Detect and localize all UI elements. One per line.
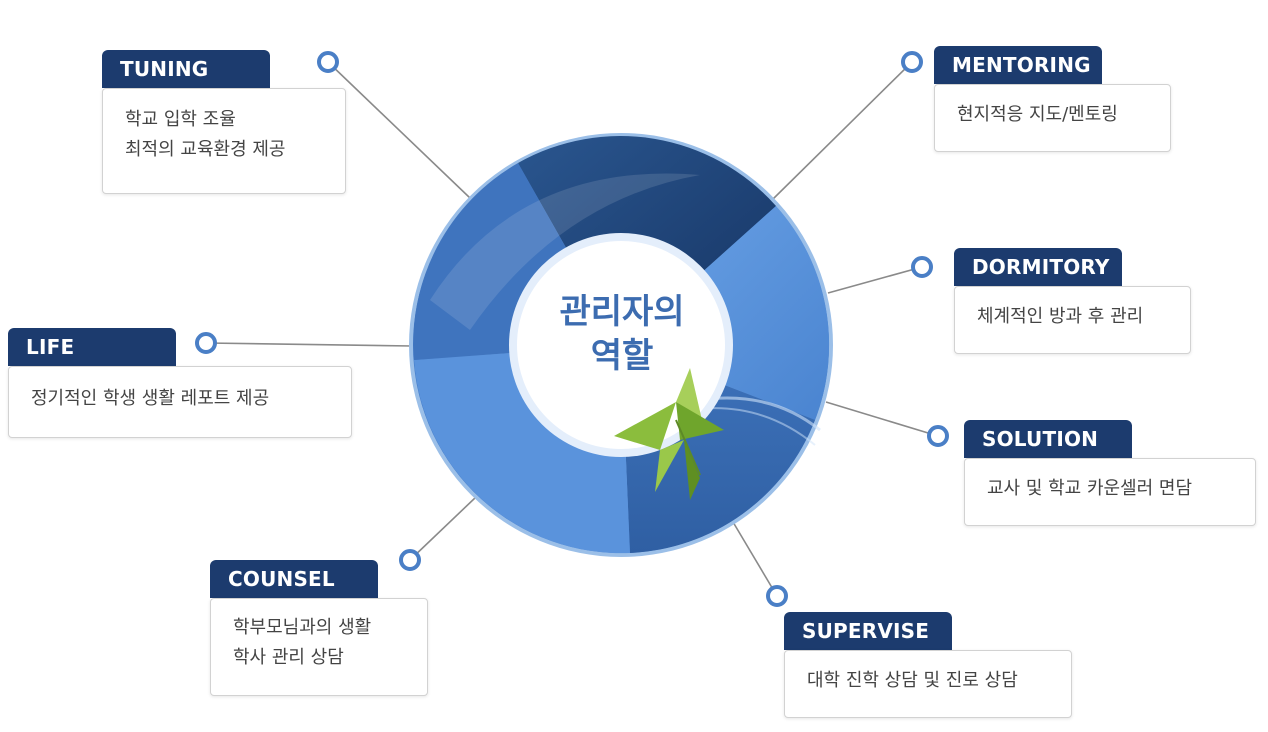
tag-mentoring: MENTORING — [934, 46, 1102, 84]
tag-solution: SOLUTION — [964, 420, 1132, 458]
connector-tuning — [327, 61, 471, 199]
tag-tuning: TUNING — [102, 50, 270, 88]
connector-mentoring — [771, 61, 913, 201]
connector-dot-mentoring — [901, 51, 923, 73]
connector-solution — [825, 401, 939, 437]
connector-dot-dormitory — [911, 256, 933, 278]
box-solution: 교사 및 학교 카운셀러 면담 — [964, 458, 1256, 526]
connector-dot-solution — [927, 425, 949, 447]
tag-dormitory: DORMITORY — [954, 248, 1122, 286]
ring-sheen — [430, 173, 700, 330]
connector-dot-life — [195, 332, 217, 354]
box-dormitory-line-1: 체계적인 방과 후 관리 — [977, 306, 1144, 327]
paper-pinwheel-icon — [614, 368, 724, 500]
connector-lines — [205, 61, 939, 597]
box-solution-line-1: 교사 및 학교 카운셀러 면담 — [987, 478, 1193, 499]
box-supervise-line-1: 대학 진학 상담 및 진로 상담 — [807, 670, 1018, 691]
center-title: 관리자의 역할 — [522, 290, 722, 378]
connector-dots — [195, 51, 949, 607]
tag-counsel: COUNSEL — [210, 560, 378, 598]
box-supervise: 대학 진학 상담 및 진로 상담 — [784, 650, 1072, 718]
connector-supervise — [732, 521, 778, 597]
box-counsel-line-1: 학부모님과의 생활 — [233, 617, 372, 638]
box-dormitory: 체계적인 방과 후 관리 — [954, 286, 1191, 354]
ring-inner-core — [517, 241, 725, 449]
center-title-line-2: 역할 — [590, 336, 654, 376]
box-life: 정기적인 학생 생활 레포트 제공 — [8, 366, 352, 438]
tag-life: LIFE — [8, 328, 176, 366]
center-title-line-1: 관리자의 — [559, 292, 685, 332]
box-counsel: 학부모님과의 생활 학사 관리 상담 — [210, 598, 428, 696]
box-life-line-1: 정기적인 학생 생활 레포트 제공 — [31, 388, 270, 409]
connector-dot-tuning — [317, 51, 339, 73]
connector-counsel — [409, 496, 477, 561]
connector-life — [205, 342, 413, 347]
connector-dot-supervise — [766, 585, 788, 607]
box-tuning: 학교 입학 조율 최적의 교육환경 제공 — [102, 88, 346, 194]
box-mentoring: 현지적응 지도/멘토링 — [934, 84, 1171, 152]
connector-dormitory — [827, 266, 923, 294]
box-tuning-line-1: 학교 입학 조율 — [125, 109, 236, 130]
box-mentoring-line-1: 현지적응 지도/멘토링 — [957, 104, 1118, 125]
tag-supervise: SUPERVISE — [784, 612, 952, 650]
box-tuning-line-2: 최적의 교육환경 제공 — [125, 139, 286, 160]
connector-dot-counsel — [399, 549, 421, 571]
box-counsel-line-2: 학사 관리 상담 — [233, 647, 344, 668]
